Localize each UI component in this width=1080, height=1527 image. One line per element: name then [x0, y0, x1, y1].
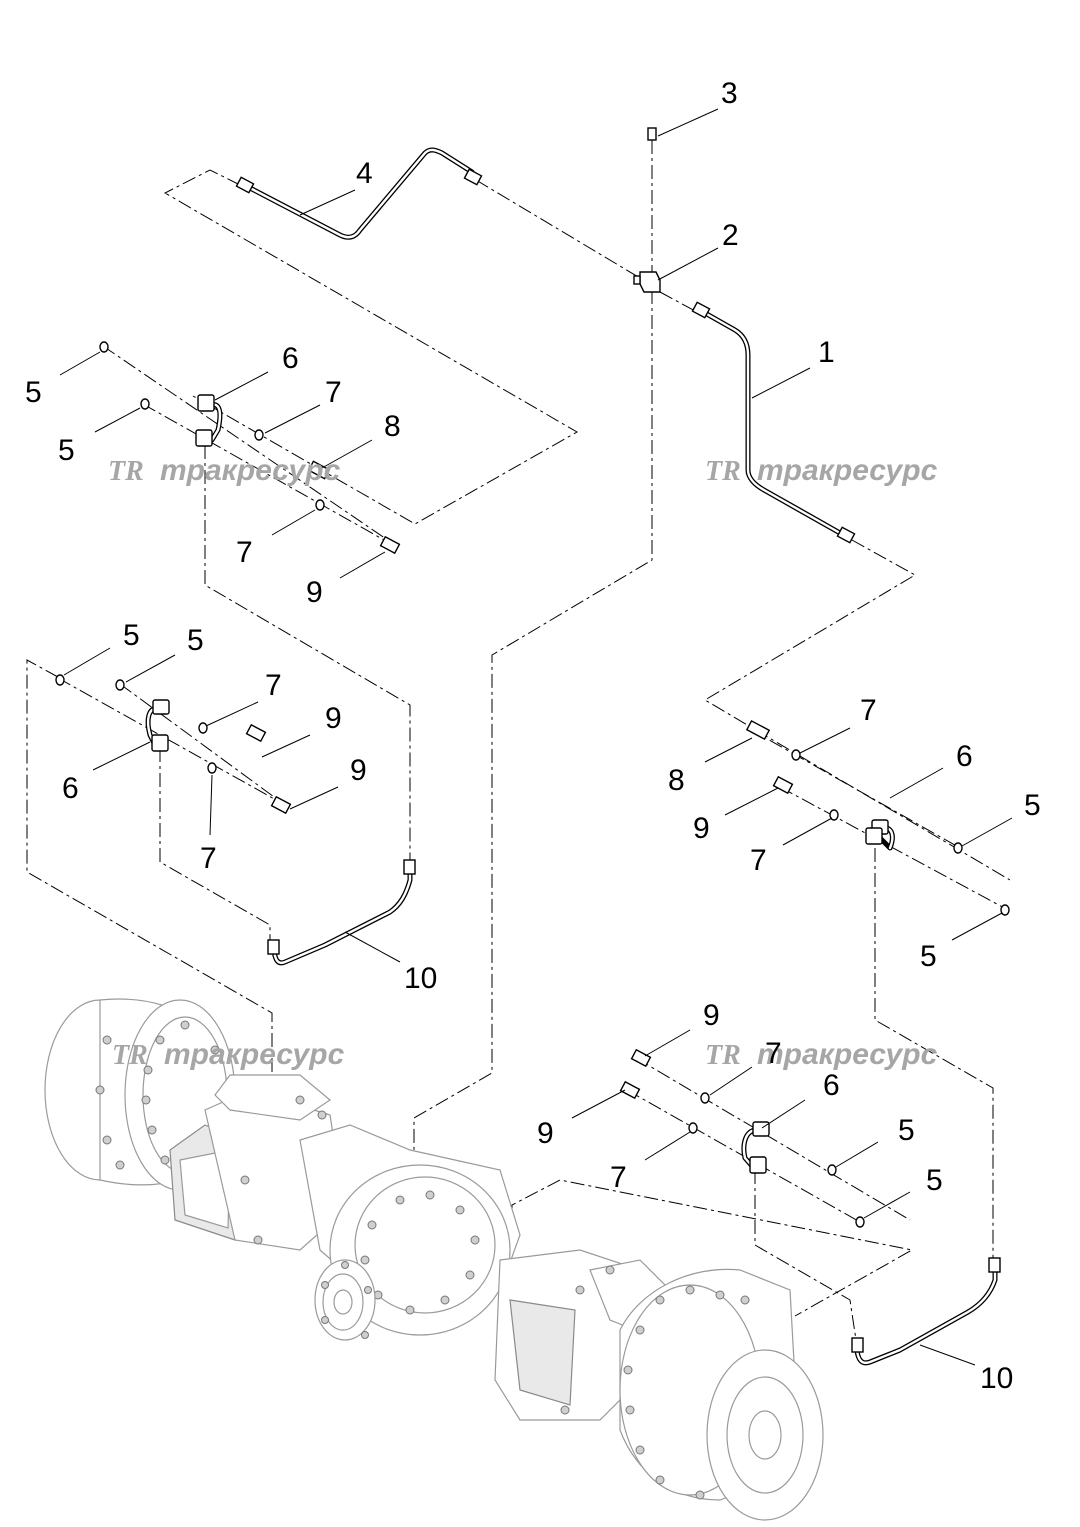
callout-5: 5 [926, 1164, 943, 1197]
callout-labels: 1 2 3 4 5 5 5 5 5 5 5 5 6 6 6 6 7 7 7 7 … [25, 77, 1041, 1395]
callout-7: 7 [265, 669, 282, 702]
axle-assembly [44, 998, 824, 1521]
callout-9: 9 [693, 812, 710, 845]
callout-8: 8 [384, 410, 401, 443]
callout-5: 5 [25, 376, 42, 409]
callout-6: 6 [62, 772, 79, 805]
watermark-bottom-left: TR тракресурс [112, 1038, 345, 1071]
callout-5: 5 [898, 1114, 915, 1147]
callout-10: 10 [404, 962, 437, 995]
callout-5: 5 [187, 624, 204, 657]
callout-8: 8 [668, 764, 685, 797]
differential-bolts [360, 1190, 480, 1315]
callout-9: 9 [306, 576, 323, 609]
watermark-top-left: TR тракресурс [108, 454, 341, 487]
callout-9: 9 [703, 999, 720, 1032]
callout-7: 7 [610, 1161, 627, 1194]
callout-6: 6 [823, 1069, 840, 1102]
callout-5: 5 [123, 619, 140, 652]
callout-7: 7 [200, 842, 217, 875]
callout-5: 5 [1024, 789, 1041, 822]
callout-10: 10 [980, 1362, 1013, 1395]
callout-9: 9 [537, 1117, 554, 1150]
callout-7: 7 [765, 1037, 782, 1070]
callout-5: 5 [58, 434, 75, 467]
callout-2: 2 [722, 219, 739, 252]
callout-5: 5 [920, 940, 937, 973]
fittings [55, 127, 1010, 1353]
callout-7: 7 [750, 844, 767, 877]
callout-1: 1 [818, 336, 835, 369]
watermark-text: тракресурс [757, 454, 938, 487]
callout-6: 6 [956, 740, 973, 773]
callout-7: 7 [860, 694, 877, 727]
watermark-logo: TR [108, 456, 144, 487]
callout-9: 9 [350, 754, 367, 787]
callout-7: 7 [325, 376, 342, 409]
right-hub-bolts [623, 1285, 750, 1500]
leader-lines [59, 108, 1013, 1366]
watermark-logo: TR [705, 456, 741, 487]
callout-3: 3 [721, 77, 738, 110]
callout-4: 4 [356, 157, 373, 190]
watermark-bottom-right: TR тракресурс [705, 1038, 938, 1071]
watermark-logo: TR [112, 1040, 148, 1071]
watermark-text: тракресурс [164, 1038, 345, 1071]
watermark-text: тракресурс [160, 454, 341, 487]
watermark-text: тракресурс [757, 1038, 938, 1071]
watermark-logo: TR [705, 1040, 741, 1071]
callout-6: 6 [282, 342, 299, 375]
watermark-top-right: TR тракресурс [705, 454, 938, 487]
callout-7: 7 [236, 536, 253, 569]
callout-9: 9 [325, 702, 342, 735]
